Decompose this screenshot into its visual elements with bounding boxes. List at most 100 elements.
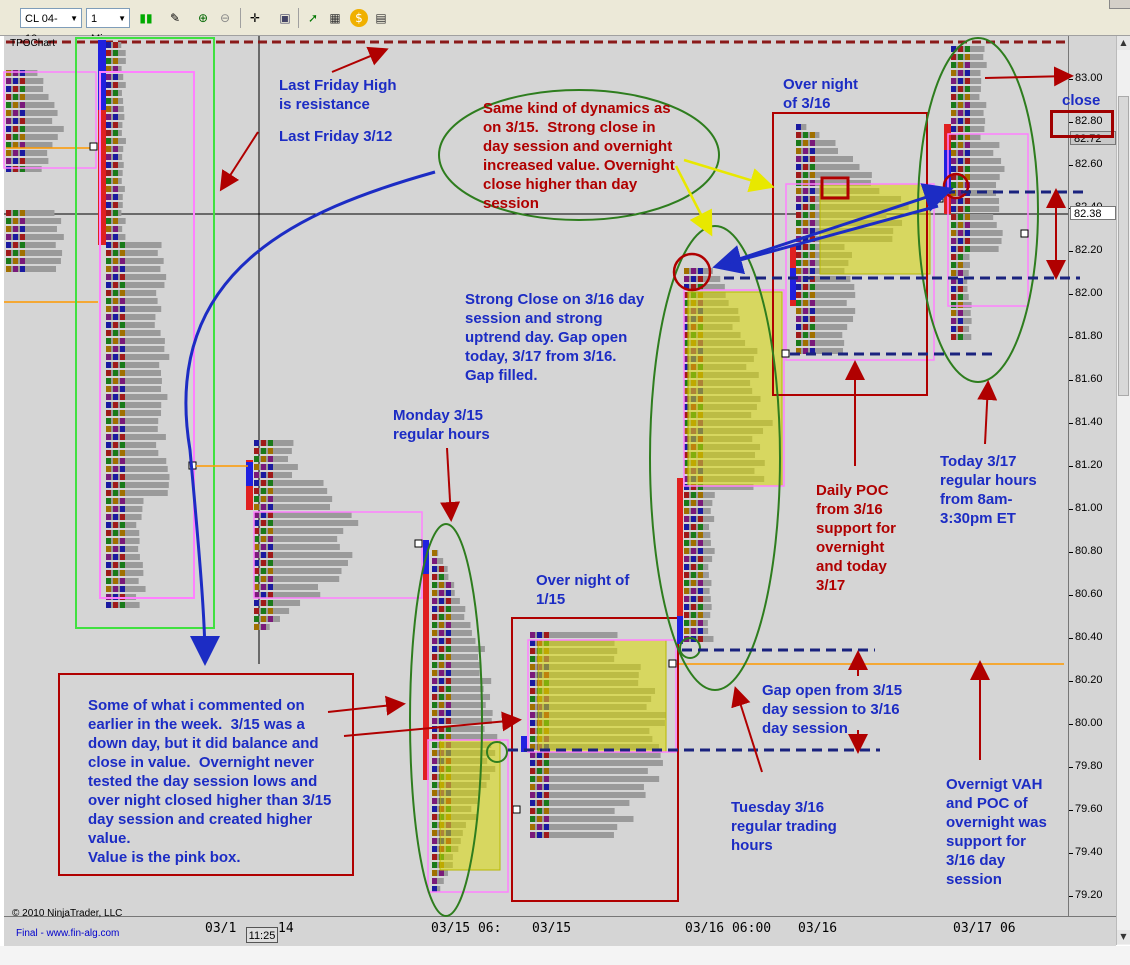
left-profile-tpo [6,142,11,148]
overnight-316-profile-tpo [810,244,815,250]
overnight-316-profile-tpo [803,268,808,274]
monday-regular-profile-tpo [446,582,451,588]
monday-overnight-profile-tpo [261,520,266,526]
tuesday-profile-tpo [684,468,689,474]
scroll-down-icon[interactable]: ▼ [1117,930,1130,944]
friday-profile-tpo [106,226,111,232]
friday-profile-tpo [106,322,111,328]
same-dynamics-ellipse [438,89,720,221]
friday-profile-tpo [113,570,118,576]
tuesday-profile-tpo [684,452,689,458]
friday-profile-bar [106,402,162,408]
tuesday-profile-tpo [684,612,689,618]
draw-tool-icon[interactable]: ✎ [169,11,181,25]
today-profile-tpo [965,206,970,212]
tuesday-profile-bar [684,540,711,546]
monday-regular-profile-tpo [439,870,444,876]
today-profile-tpo [965,158,970,164]
overnight-115-profile-bar [530,832,614,838]
time-axis[interactable]: 03/1 14 03/15 06: 03/15 03/16 06:00 03/1… [4,916,1116,946]
left-profile-tpo [6,158,11,164]
today-profile-tpo [951,166,956,172]
monday-regular-profile-tpo [439,638,444,644]
tuesday-profile-tpo [698,268,703,274]
money-icon[interactable]: $ [350,9,368,27]
tuesday-profile-tpo [691,524,696,530]
overnight-316-profile-tpo [796,172,801,178]
left-profile-bar [6,126,64,132]
overnight-115-profile-tpo [537,808,542,814]
friday-profile-tpo [120,282,125,288]
monday-regular-profile-tpo [439,662,444,668]
friday-profile-tpo [113,458,118,464]
zoom-in-icon[interactable]: ⊕ [197,11,209,25]
chevron-down-icon: ▼ [70,14,78,23]
scroll-thumb[interactable] [1118,96,1129,396]
tuesday-profile-bar [684,612,711,618]
overnight-316-profile-tpo [796,284,801,290]
today-profile-tpo [958,294,963,300]
friday-profile-tpo [106,338,111,344]
overnight-316-profile-bar [796,316,854,322]
today-profile-tpo [958,246,963,252]
left-profile-bar [6,110,58,116]
overnight-316-profile-tpo [796,156,801,162]
left-profile-tpo [20,78,25,84]
strategies-icon[interactable]: ▦ [329,11,341,25]
chart-style-icon[interactable]: ▮▮ [139,11,153,25]
overnight-316-profile-tpo [796,340,801,346]
friday-profile-tpo [113,50,118,56]
overnight-316-profile-tpo [810,316,815,322]
monday-regular-profile-tpo [432,870,437,876]
friday-profile-tpo [113,354,118,360]
properties-icon[interactable]: ▣ [279,11,291,25]
monday-regular-profile-tpo [446,598,451,604]
comment-box [58,673,354,876]
friday-profile-tpo [120,394,125,400]
today-profile-tpo [951,222,956,228]
today-profile-tpo [951,174,956,180]
tuesday-profile-tpo [698,612,703,618]
overnight-316-profile-tpo [803,196,808,202]
overnight-115-profile-bar [530,808,615,814]
tuesday-profile-tpo [698,548,703,554]
vertical-scrollbar[interactable]: ▲ ▼ [1116,36,1130,945]
today-profile-tpo [958,326,963,332]
monday-overnight-profile-tpo [268,560,273,566]
today-profile-tpo [951,318,956,324]
left-profile-tpo [13,134,18,140]
crosshair-icon[interactable]: ✛ [249,11,261,25]
price-tick [1069,896,1073,897]
price-tick-label: 81.60 [1075,373,1103,385]
friday-profile-tpo [120,602,125,608]
monday-regular-profile-tpo [432,838,437,844]
monday-overnight-profile-tpo [268,448,273,454]
monday-regular-profile-tpo [446,646,451,652]
data-box-icon[interactable]: ▤ [375,11,387,25]
today-profile-tpo [951,86,956,92]
overnight-316-profile-tpo [810,180,815,186]
monday-overnight-profile-tpo [254,512,259,518]
overnight-115-profile-tpo [544,816,549,822]
zoom-out-icon[interactable]: ⊖ [219,11,231,25]
indicators-icon[interactable]: ➚ [307,11,319,25]
overnight-316-profile-tpo [803,292,808,298]
monday-on-ib [246,462,253,486]
overnight-316-profile-tpo [810,228,815,234]
left-profile-bar [6,118,53,124]
site-link[interactable]: Final - www.fin-alg.com [16,928,120,939]
monday-overnight-profile-tpo [254,496,259,502]
friday-profile-tpo [120,434,125,440]
today-profile-tpo [951,254,956,260]
scroll-up-icon[interactable]: ▲ [1117,36,1130,50]
friday-profile-bar [106,274,167,280]
friday-profile-bar [106,490,168,496]
price-axis[interactable]: 83.0082.8082.6082.4082.2082.0081.8081.60… [1068,36,1116,916]
monday-regular-profile-tpo [432,766,437,772]
horizontal-scrollbar[interactable] [0,946,1130,965]
today-profile-tpo [951,70,956,76]
tuesday-profile-tpo [684,268,689,274]
overnight-115-ib [521,736,527,752]
instrument-select[interactable]: CL 04-10 ▼ [20,8,82,45]
panel-label: TPOChart [10,38,56,49]
